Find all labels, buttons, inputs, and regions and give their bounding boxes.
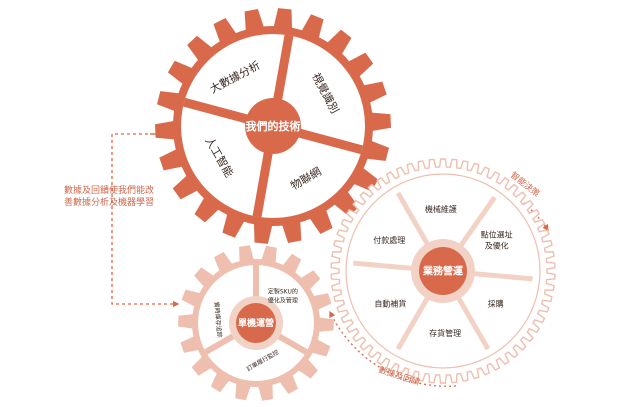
gear-hub-label: 業務營運 (422, 265, 463, 278)
gear-segment-label: 實時庫存追踪 (212, 301, 223, 338)
gear-hub (236, 303, 276, 343)
feedback-connector (111, 133, 180, 308)
gear-segment-label: 存貨管理 (429, 328, 461, 338)
gear-segment-label: 及優化 (485, 240, 509, 250)
data-feedback-arc (329, 310, 457, 387)
gear-segment-label: 點位選址 (481, 229, 513, 239)
gear-hub (245, 98, 301, 154)
gear-segment-label: 優化及管理 (268, 297, 298, 305)
gear-hub-label: 我們的技術 (246, 119, 301, 133)
gear-segment-label: 定製SKU的 (268, 288, 298, 296)
gear-hub (419, 247, 467, 295)
gear-segment-label: 付款處理 (373, 235, 405, 245)
gear-segment-label: 機械維護 (425, 204, 457, 214)
gear-segment-label: 自動補貨 (374, 299, 406, 309)
feedback-side-note: 數據及回饋使我們能改善數據分析及機器學習 (64, 186, 155, 208)
gear-hub-label: 單機運營 (238, 317, 274, 329)
gear-segment-label: 採購 (488, 299, 504, 309)
technology-gear: 我們的技術大數據分析視覺識別物聯網人工智能 (155, 8, 391, 244)
